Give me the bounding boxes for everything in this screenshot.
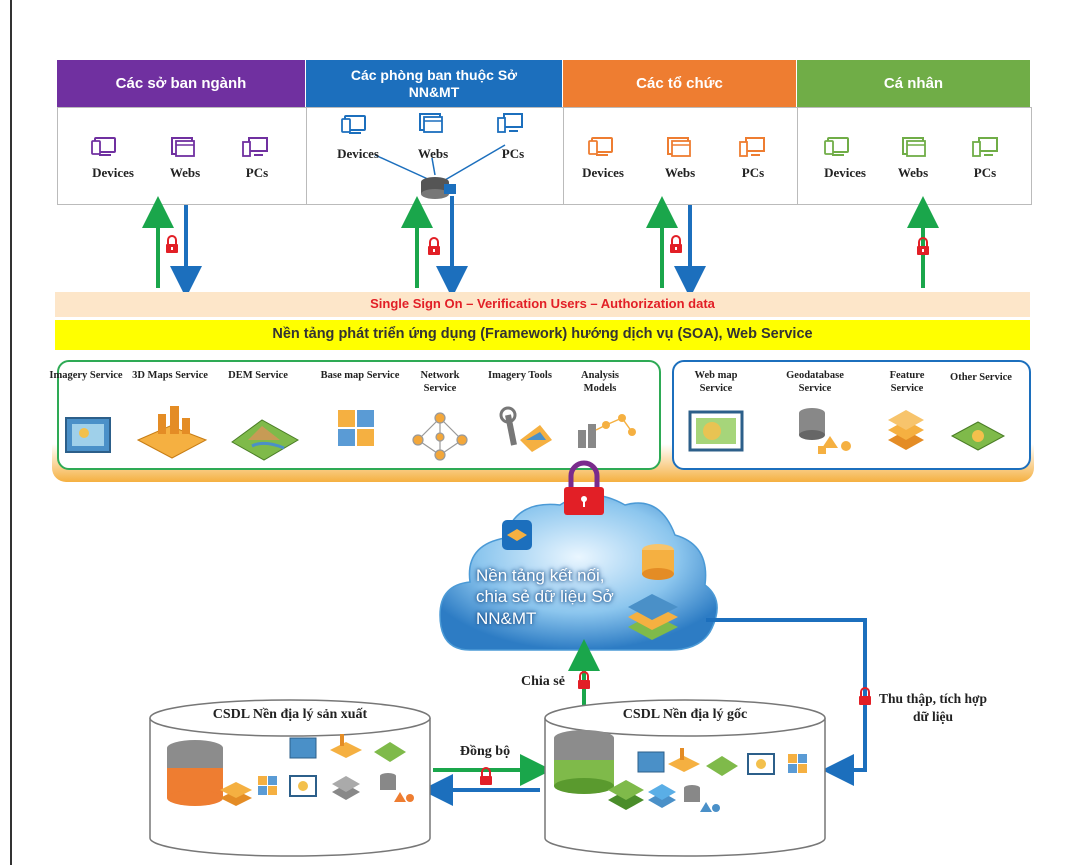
- service-label-web-map: Web map Service: [694, 370, 738, 394]
- service-label-network: Network Service: [420, 370, 460, 394]
- collect-arrow: [706, 618, 867, 786]
- base-map-icon: [338, 410, 374, 446]
- lock-icon: [859, 687, 871, 705]
- other-service-icon: [950, 421, 1006, 451]
- lock-icon: [480, 767, 492, 785]
- layers-badge-icon: [502, 520, 532, 550]
- group-header-individuals: Cá nhân: [797, 60, 1030, 107]
- device-icons-layer: [91, 113, 998, 199]
- left-border-line: [10, 0, 12, 865]
- service-label-geodatabase: Geodatabase Service: [786, 370, 844, 394]
- service-label-other: Other Service: [950, 372, 1012, 383]
- devices-label: Devices: [582, 165, 624, 180]
- service-label-analysis-models: Analysis Models: [581, 370, 619, 394]
- db-right-title: CSDL Nền địa lý gốc: [622, 707, 748, 722]
- service-label-base-map: Base map Service: [320, 370, 400, 381]
- imagery-tools-icon: [499, 406, 552, 452]
- analysis-models-icon: [578, 414, 636, 448]
- lock-icon: [578, 671, 590, 689]
- network-icon: [412, 412, 468, 461]
- database-icon: [642, 544, 674, 580]
- pcs-label: PCs: [245, 165, 269, 180]
- group-header-organizations: Các tổ chức: [563, 60, 796, 107]
- sso-bar: [55, 292, 1030, 317]
- soa-bar: [55, 320, 1030, 350]
- service-label-feature: Feature Service: [889, 370, 925, 394]
- pcs-label: PCs: [501, 146, 525, 161]
- service-label-dem: DEM Service: [228, 370, 288, 381]
- db-left-cylinder: [149, 699, 431, 857]
- group-header-ministries: Các sở ban ngành: [57, 60, 305, 107]
- dem-icon: [231, 419, 300, 461]
- webs-label: Webs: [417, 146, 449, 161]
- top-arrows-layer: [142, 196, 939, 298]
- pcs-label: PCs: [973, 165, 997, 180]
- web-map-icon: [688, 410, 744, 452]
- collect-label: Thu thập, tích hợp dữ liệu: [878, 691, 988, 725]
- group-header-departments: Các phòng ban thuộc Sở NN&MT: [306, 60, 562, 107]
- webs-label: Webs: [664, 165, 696, 180]
- 3d-maps-icon: [136, 406, 208, 459]
- padlock-icon: [564, 460, 604, 515]
- department-hub-database-icon: [374, 144, 506, 199]
- service-label-imagery: Imagery Service: [49, 370, 123, 381]
- webs-label: Webs: [169, 165, 201, 180]
- service-label-imagery-tools: Imagery Tools: [488, 370, 552, 381]
- imagery-service-icon: [65, 417, 111, 453]
- feature-service-icon: [888, 410, 924, 450]
- service-icons-layer: [65, 406, 1006, 461]
- sync-label: Đồng bộ: [459, 744, 511, 759]
- db-left-title: CSDL Nền địa lý sản xuất: [212, 707, 368, 722]
- devices-label: Devices: [337, 146, 379, 161]
- db-right-cylinder: [544, 699, 826, 857]
- map-layers-icon: [628, 594, 678, 640]
- service-label-3d-maps: 3D Maps Service: [132, 370, 208, 381]
- devices-label: Devices: [92, 165, 134, 180]
- webs-label: Webs: [897, 165, 929, 180]
- sso-bar-text: Single Sign On – Verification Users – Au…: [370, 296, 715, 311]
- share-label: Chia sẻ: [521, 674, 565, 689]
- soa-bar-text: Nền tảng phát triển ứng dụng (Framework)…: [272, 326, 813, 342]
- devices-label: Devices: [824, 165, 866, 180]
- geodatabase-icon: [799, 408, 851, 454]
- pcs-label: PCs: [741, 165, 765, 180]
- cloud-text: Nền tảng kết nối, chia sẻ dữ liệu Sở NN&…: [476, 566, 614, 628]
